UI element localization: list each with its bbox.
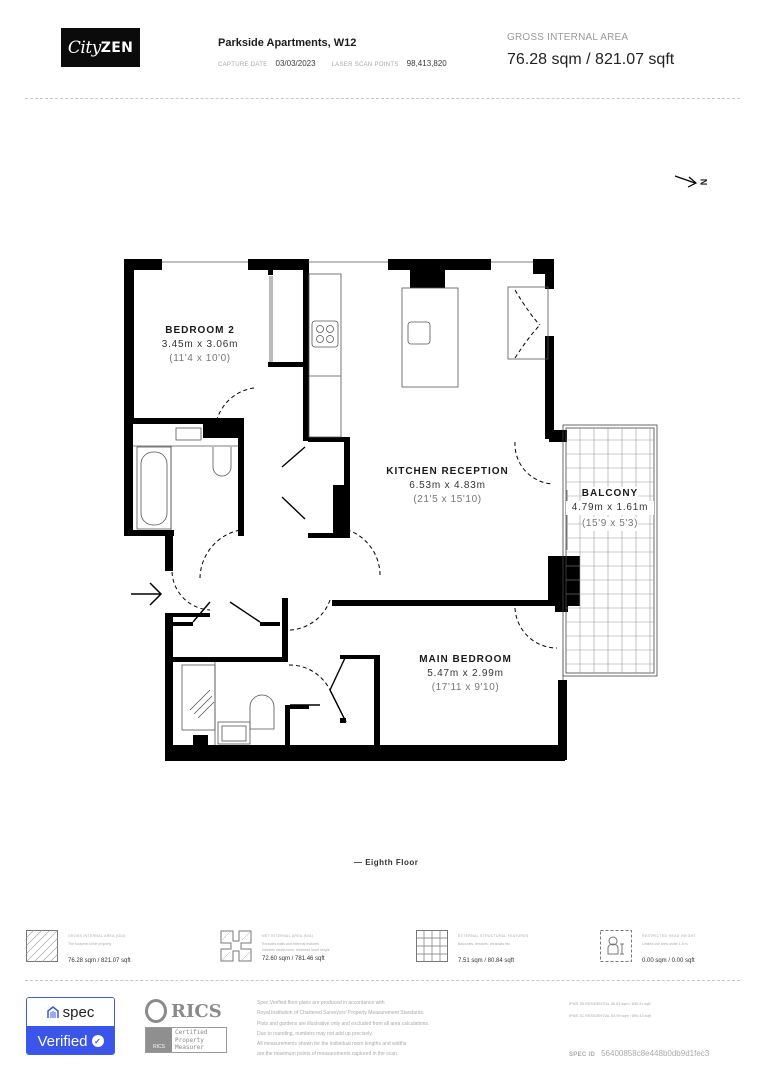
grid-icon (416, 930, 448, 962)
disclaimer-text: Spec Verified floor plans are produced i… (257, 1000, 430, 1058)
room-label-balcony: BALCONY 4.79m x 1.61m (15'9 x 5'3) (566, 485, 654, 531)
legend-gia: GROSS INTERNAL AREA (GIA) The footprint … (26, 930, 131, 964)
legend-nia: NET INTERNAL AREA (NIA) Excludes walls a… (220, 930, 330, 962)
room-label-bedroom-2: BEDROOM 2 3.45m x 3.06m (11'4 x 10'0) (161, 325, 239, 364)
spec-id: SPEC ID 56400858c8e448b0db9d1fec3 (569, 1049, 710, 1058)
laser-points: 98,413,820 (406, 59, 447, 68)
capture-meta: CAPTURE DATE 03/03/2023 LASER SCAN POINT… (218, 59, 455, 68)
entrance-arrow-icon (131, 582, 163, 606)
balcony-tiles (566, 428, 654, 673)
legend-gia-value: 76.28 sqm / 821.07 sqft (68, 958, 131, 964)
spec-house-icon (46, 1005, 59, 1018)
legend-restricted-value: 0.00 sqm / 0.00 sqft (642, 958, 695, 964)
legend-external-value: 7.51 sqm / 80.84 sqft (458, 958, 515, 964)
divider (25, 98, 740, 99)
property-title: Parkside Apartments, W12 (218, 37, 357, 49)
divider (25, 980, 740, 981)
rics-certified-logo: RICS RICS Certified Property Measurer (145, 997, 227, 1055)
legend-nia-value: 72.60 sqm / 781.46 sqft (262, 956, 325, 962)
spec-verified-badge: spec Verified ✓ (26, 997, 115, 1055)
legend-external: EXTERNAL STRUCTURAL FEATURES Balconies, … (416, 930, 529, 964)
room-label-main-bedroom: MAIN BEDROOM 5.47m x 2.99m (17'11 x 9'10… (419, 654, 512, 693)
check-icon: ✓ (91, 1035, 104, 1047)
gia-label: GROSS INTERNAL AREA (507, 32, 629, 43)
north-arrow-icon (674, 175, 698, 188)
capture-date-label: CAPTURE DATE (218, 62, 268, 68)
gia-value: 76.28 sqm / 821.07 sqft (507, 51, 675, 68)
ipms-measurements: IPMS 3B RESIDENTIAL 80.63 sqm / 835.31 s… (569, 1002, 651, 1018)
door-leaves (192, 446, 347, 723)
rics-lion-icon (145, 999, 167, 1023)
hatched-square-icon (26, 930, 58, 962)
person-height-icon (600, 930, 632, 962)
laser-points-label: LASER SCAN POINTS (331, 62, 399, 68)
legend-restricted: RESTRICTED HEAD HEIGHT Limited use area … (600, 930, 696, 964)
capture-date: 03/03/2023 (275, 59, 316, 68)
floorplan (124, 175, 698, 761)
room-label-kitchen-reception: KITCHEN RECEPTION 6.53m x 4.83m (21'5 x … (386, 466, 509, 505)
net-area-icon (220, 930, 252, 962)
floor-label: — Eighth Floor (354, 858, 419, 867)
